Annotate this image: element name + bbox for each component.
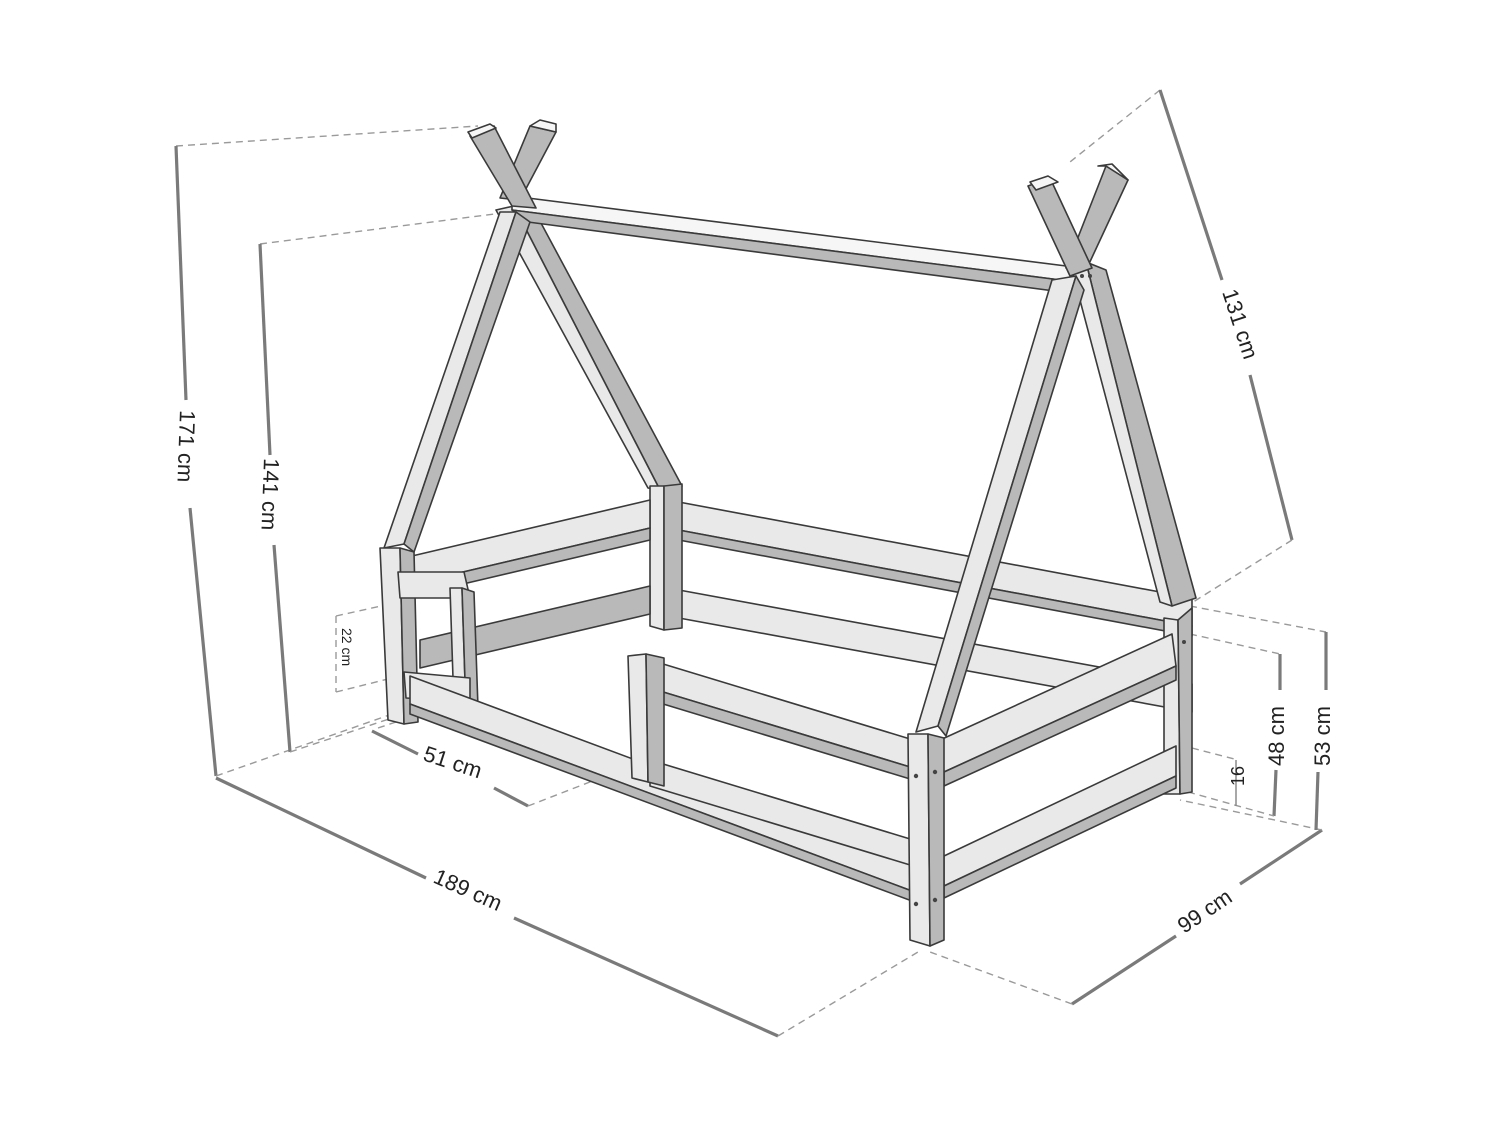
dim-entry-opening: 51 cm <box>420 741 485 783</box>
front-right-post <box>907 733 931 947</box>
dim-total-length: 189 cm <box>430 864 506 916</box>
dimension-guides <box>174 89 1328 1038</box>
dim-floor-clearance: 16 <box>1228 766 1248 786</box>
dim-inner-height: 141 cm <box>256 458 284 531</box>
dim-side-height-inner: 48 cm <box>1264 706 1289 766</box>
middle-post <box>649 485 665 631</box>
dim-total-height: 171 cm <box>172 410 200 483</box>
dim-side-height-outer: 53 cm <box>1310 706 1335 766</box>
left-tent-back-leg <box>513 205 683 491</box>
bed-frame <box>379 119 1197 947</box>
right-tent-back-leg <box>1085 261 1197 607</box>
head-rail-lower <box>419 585 651 669</box>
dim-ridge-length: 131 cm <box>1217 286 1263 362</box>
guard-rail-upper <box>649 659 921 771</box>
dim-rail-height: 22 cm <box>339 628 355 666</box>
ridge-beam <box>511 195 1083 283</box>
left-tent-front-leg <box>383 211 517 549</box>
guard-post <box>627 653 649 783</box>
dim-total-width: 99 cm <box>1173 884 1237 938</box>
